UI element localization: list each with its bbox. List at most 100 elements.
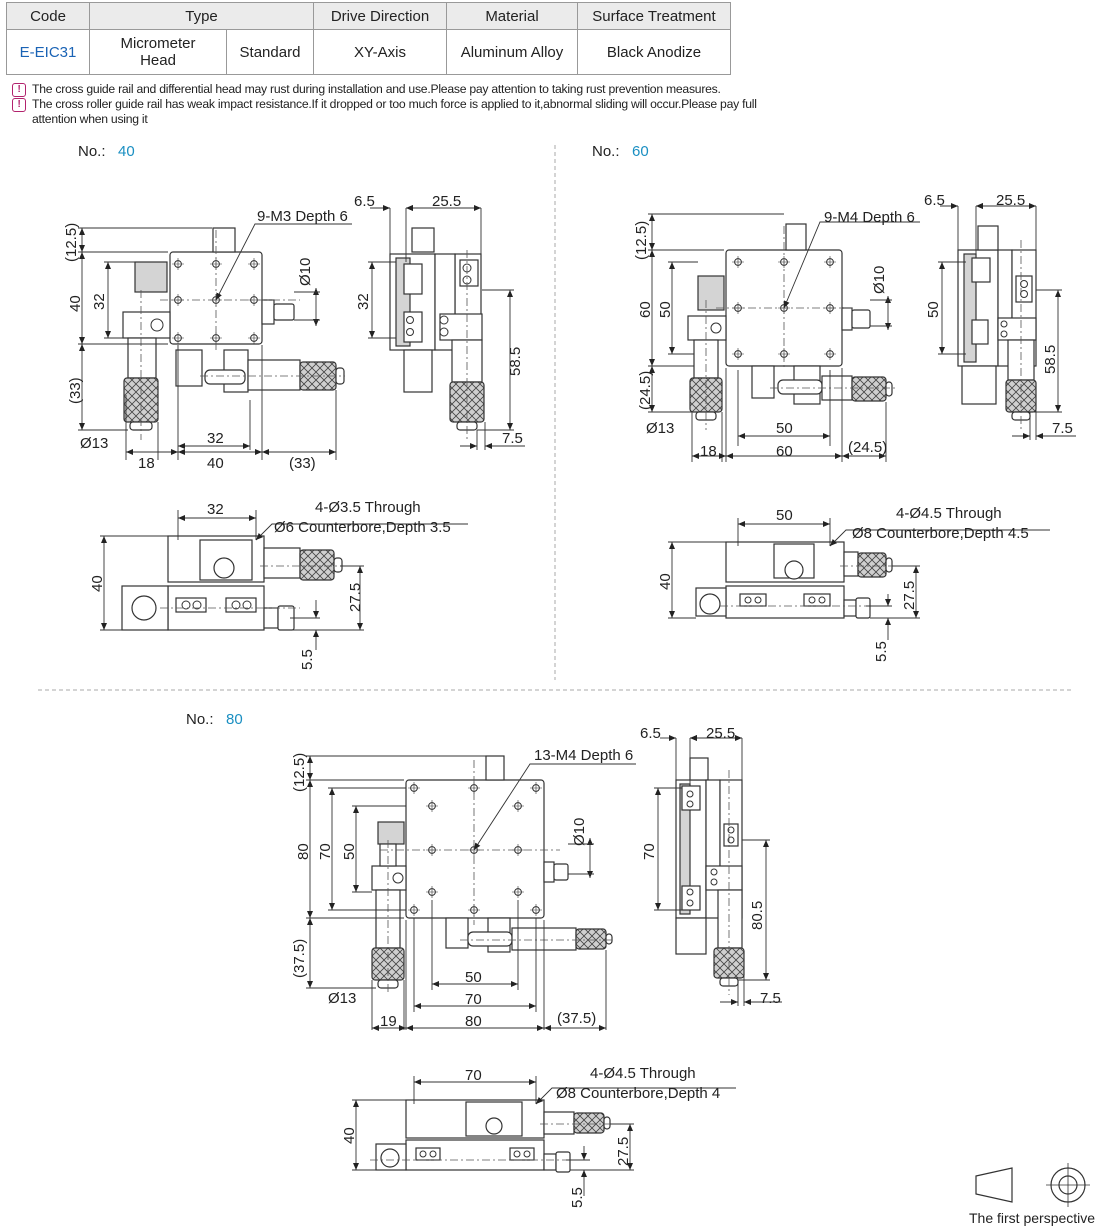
dim-front-height: 40 [89, 575, 106, 592]
lock-screw [212, 227, 236, 253]
dim-w-left: 18 [700, 443, 717, 460]
header-material: Material [446, 2, 578, 30]
dim-height: 32 [355, 293, 372, 310]
cell-type-b: Standard [226, 29, 314, 75]
model-label: No.: [592, 143, 620, 160]
notes: ! The cross guide rail and differential … [12, 82, 772, 127]
dim-w-right: (33) [289, 455, 316, 472]
dim-offset: 6.5 [640, 725, 661, 742]
dim-total: 80.5 [749, 901, 766, 930]
header-code: Code [6, 2, 90, 30]
spec-value-row: E-EIC31 Micrometer Head Standard XY-Axis… [6, 29, 731, 75]
dim-bottom: (24.5) [637, 371, 654, 410]
cell-type-a: Micrometer Head [89, 29, 227, 75]
dim-height: 70 [641, 843, 658, 860]
top-view: 9-M4 Depth 6 (12.5) 60 50 (24.5) Ø10 Ø13… [633, 209, 920, 462]
counterbore-spec: Ø8 Counterbore,Depth 4 [556, 1085, 720, 1102]
top-view: 13-M4 Depth 6 (12.5) 80 70 50 (37.5) Ø10… [291, 747, 636, 1031]
dim-front-width: 70 [465, 1067, 482, 1084]
dim-front-low: 5.5 [299, 649, 316, 670]
dim-w-body: 40 [207, 455, 224, 472]
dim-w-right: (37.5) [557, 1010, 596, 1027]
dim-top: (12.5) [63, 223, 80, 262]
hole-spec: 13-M4 Depth 6 [534, 747, 633, 764]
model-label: No.: [78, 143, 106, 160]
projection-label: The first perspective [969, 1210, 1095, 1226]
dim-front-width: 32 [207, 501, 224, 518]
front-view: 50 4-Ø4.5 Through Ø8 Counterbore,Depth 4… [657, 505, 1050, 662]
warning-icon: ! [12, 83, 26, 97]
dim-inner: 32 [91, 293, 108, 310]
dim-w-inner: 50 [465, 969, 482, 986]
dim-body: 60 [637, 301, 654, 318]
dim-bottom: (37.5) [291, 939, 308, 978]
dim-offset: 6.5 [354, 193, 375, 210]
dim-w-left: 19 [380, 1013, 397, 1030]
dim-w-mid: 70 [465, 991, 482, 1008]
dim-width: 25.5 [706, 725, 735, 742]
warning-icon: ! [12, 98, 26, 112]
hole-spec: 9-M4 Depth 6 [824, 209, 915, 226]
front-view: 32 4-Ø3.5 Through Ø6 Counterbore,Depth 3… [89, 499, 468, 670]
note-text: The cross guide rail and differential he… [32, 82, 721, 96]
side-view: 6.5 25.5 32 58.5 7.5 [354, 193, 525, 450]
dim-w-inner: 32 [207, 430, 224, 447]
side-block [134, 261, 168, 293]
through-hole-spec: 4-Ø3.5 Through [315, 499, 421, 516]
first-angle-projection-symbol: The first perspective [969, 1163, 1095, 1226]
spec-table: Code Type Drive Direction Material Surfa… [6, 2, 731, 75]
dim-total: 58.5 [507, 347, 524, 376]
truncated-cone-icon [975, 1167, 1013, 1203]
dim-offset: 6.5 [924, 192, 945, 209]
dim-w-left: 18 [138, 455, 155, 472]
dim-base: 7.5 [502, 430, 523, 447]
dim-width: 25.5 [996, 192, 1025, 209]
dim-total: 58.5 [1042, 345, 1059, 374]
cell-drive-direction: XY-Axis [313, 29, 447, 75]
model-number: 60 [632, 143, 649, 160]
dim-front-height: 40 [341, 1127, 358, 1144]
counterbore-spec: Ø6 Counterbore,Depth 3.5 [274, 519, 451, 536]
micrometer-knob [857, 552, 887, 578]
dim-mid: 70 [317, 843, 334, 860]
counterbore-spec: Ø8 Counterbore,Depth 4.5 [852, 525, 1029, 542]
dim-front-width: 50 [776, 507, 793, 524]
cell-surface-treatment: Black Anodize [577, 29, 731, 75]
micrometer-knob [299, 549, 335, 581]
dim-knob: Ø13 [328, 990, 356, 1007]
through-hole-spec: 4-Ø4.5 Through [590, 1065, 696, 1082]
micrometer-knob [573, 1112, 605, 1134]
dim-width: 25.5 [432, 193, 461, 210]
dim-top: (12.5) [633, 221, 650, 260]
dim-front-height: 40 [657, 573, 674, 590]
micrometer-knob [851, 376, 887, 402]
hole-spec: 9-M3 Depth 6 [257, 208, 348, 225]
through-hole-spec: 4-Ø4.5 Through [896, 505, 1002, 522]
dim-w-body: 80 [465, 1013, 482, 1030]
front-view: 70 4-Ø4.5 Through Ø8 Counterbore,Depth 4… [341, 1065, 736, 1208]
dim-bottom: (33) [67, 377, 84, 404]
dim-front-mid: 27.5 [615, 1137, 632, 1166]
cell-code: E-EIC31 [6, 29, 90, 75]
dim-knob: Ø13 [80, 435, 108, 452]
dim-front-low: 5.5 [873, 641, 890, 662]
side-view: 6.5 25.5 50 58.5 7.5 [924, 192, 1076, 440]
model-label: No.: [186, 711, 214, 728]
lock-screw [785, 223, 807, 251]
model-40-drawing: No.: 40 [63, 143, 525, 670]
micrometer-knob [123, 377, 159, 423]
model-60-drawing: No.: 60 [592, 143, 1076, 662]
model-80-drawing: No.: 80 [186, 711, 782, 1208]
dim-inner: 50 [657, 301, 674, 318]
dim-w-body: 60 [776, 443, 793, 460]
note-text: The cross roller guide rail has weak imp… [32, 97, 757, 126]
dim-w-inner: 50 [776, 420, 793, 437]
side-view: 6.5 25.5 70 80.5 7.5 [640, 725, 782, 1007]
dim-diameter: Ø10 [871, 266, 888, 294]
micrometer-knob [575, 928, 607, 950]
concentric-circles-icon [1046, 1163, 1090, 1207]
dim-w-right: (24.5) [848, 439, 887, 456]
dim-front-mid: 27.5 [347, 583, 364, 612]
dim-front-mid: 27.5 [901, 581, 918, 610]
dim-front-low: 5.5 [569, 1187, 586, 1208]
